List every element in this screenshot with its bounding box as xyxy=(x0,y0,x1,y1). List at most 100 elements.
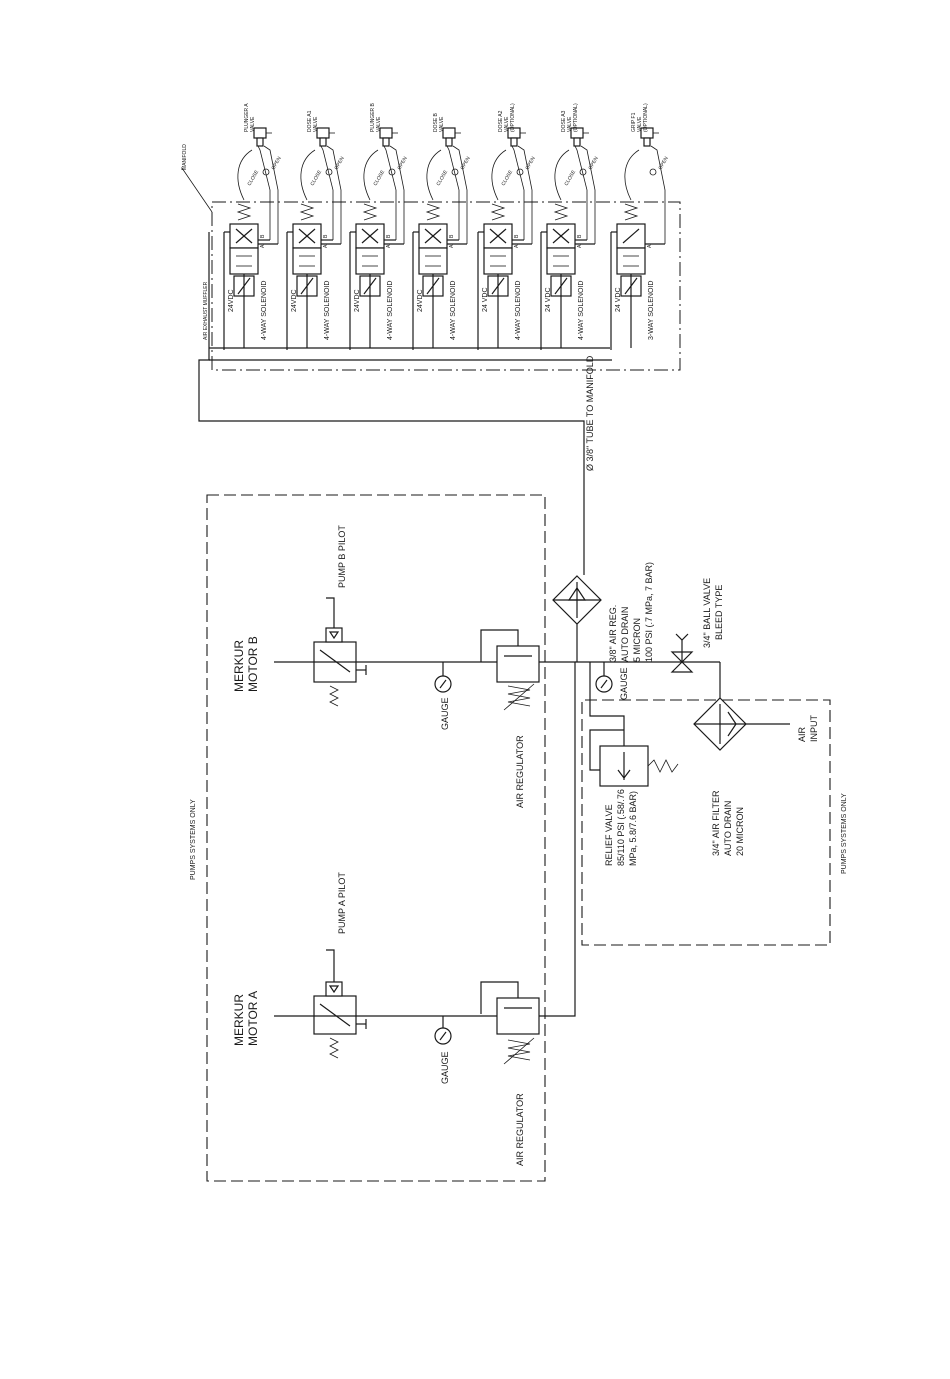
fitting xyxy=(325,168,333,176)
port-open-label: OPEN xyxy=(588,155,600,171)
solenoid-hose xyxy=(363,149,379,201)
svg-text:3/8" AIR REG.: 3/8" AIR REG. xyxy=(608,605,618,662)
valve-name-label: VALVE xyxy=(439,116,445,132)
valve-name-label: VALVE xyxy=(567,116,573,132)
solenoid-valve-top xyxy=(483,223,513,249)
solenoid-type: 4-WAY SOLENOID xyxy=(515,281,522,340)
svg-text:INPUT: INPUT xyxy=(809,714,819,742)
port-close-label: CLOSE xyxy=(373,169,387,187)
solenoid-valve-bottom xyxy=(616,247,646,275)
motor-a-valve: PUMP A PILOT MERKUR MOTOR A xyxy=(232,872,367,1059)
solenoid-valve-bottom xyxy=(229,247,259,275)
fitting xyxy=(262,168,270,176)
fitting xyxy=(649,168,657,176)
svg-text:3/4" BALL VALVE: 3/4" BALL VALVE xyxy=(702,578,712,648)
solenoid-type: 4-WAY SOLENOID xyxy=(387,281,394,340)
svg-text:20 MICRON: 20 MICRON xyxy=(735,807,745,856)
motor-b-label-line1: MERKUR xyxy=(232,640,246,692)
air-exhaust-muffler-label: AIR EXHAUST MUFFLER xyxy=(203,281,209,340)
valve-name-label: VALVE xyxy=(637,116,643,132)
pumps-systems-only-label-left: PUMPS SYSTEMS ONLY xyxy=(190,799,197,880)
solenoid-voltage: 24 VDC xyxy=(615,287,622,312)
air-regulator-b-label: AIR REGULATOR xyxy=(515,735,525,808)
svg-text:3/4" AIR FILTER: 3/4" AIR FILTER xyxy=(711,790,721,856)
gauge-b: GAUGE xyxy=(434,662,452,730)
svg-text:BLEED TYPE: BLEED TYPE xyxy=(714,585,724,640)
svg-text:5 MICRON: 5 MICRON xyxy=(632,618,642,662)
solenoid-hose xyxy=(554,149,570,201)
port-a: A xyxy=(260,244,266,248)
svg-text:100 PSI (.7 MPa, 7 BAR): 100 PSI (.7 MPa, 7 BAR) xyxy=(644,562,654,662)
air-regulator-a: AIR REGULATOR xyxy=(480,981,540,1166)
port-a: A xyxy=(449,244,455,248)
fitting xyxy=(579,168,587,176)
port-b: B xyxy=(260,234,266,238)
valve-name-label: DOSE A3 xyxy=(561,110,567,132)
gauge-main: GAUGE xyxy=(595,662,629,700)
port-a: A xyxy=(514,244,520,248)
solenoid-type: 4-WAY SOLENOID xyxy=(261,281,268,340)
motor-b-spring xyxy=(329,685,339,707)
svg-text:85/110 PSI (.58/.76: 85/110 PSI (.58/.76 xyxy=(616,789,626,866)
gauge-a: GAUGE xyxy=(434,1016,452,1084)
solenoid-spring xyxy=(236,203,252,221)
port-b: B xyxy=(449,234,455,238)
solenoid-hose xyxy=(300,149,316,201)
solenoid-spring xyxy=(623,203,639,221)
valve-name-label: (OPTIONAL) xyxy=(643,103,649,132)
air-regulator-b: AIR REGULATOR xyxy=(480,629,540,808)
pump-b-pilot-label: PUMP B PILOT xyxy=(337,525,347,588)
valve-name-label: VALVE xyxy=(313,116,319,132)
gauge-a-label: GAUGE xyxy=(440,1051,450,1084)
port-a: A xyxy=(323,244,329,248)
motor-a-spring xyxy=(329,1037,339,1059)
port-b: B xyxy=(323,234,329,238)
port-a: A xyxy=(577,244,583,248)
valve-name-label: DOSE B xyxy=(433,112,439,132)
gauge-main-label: GAUGE xyxy=(619,667,629,700)
svg-text:AUTO DRAIN: AUTO DRAIN xyxy=(723,801,733,856)
gauge-b-label: GAUGE xyxy=(440,697,450,730)
air-filter-input: AIR INPUT 3/4" AIR FILTER AUTO DRAIN 20 … xyxy=(693,662,819,856)
port-b: B xyxy=(577,234,583,238)
motor-a-label-line1: MERKUR xyxy=(232,994,246,1046)
solenoid-type: 4-WAY SOLENOID xyxy=(578,281,585,340)
motor-b-label-line2: MOTOR B xyxy=(246,636,260,692)
pump-supply-manifold-line xyxy=(539,661,576,1017)
port-b: B xyxy=(514,234,520,238)
svg-text:MPa, 5.8/7.6 BAR): MPa, 5.8/7.6 BAR) xyxy=(628,791,638,866)
solenoid-voltage: 24 VDC xyxy=(482,287,489,312)
supply-tube-line xyxy=(198,359,585,575)
pump-a-pilot-label: PUMP A PILOT xyxy=(337,872,347,934)
motor-a-label-line2: MOTOR A xyxy=(246,991,260,1046)
manifold-group: MANIFOLD AIR EXHAUST MUFFLER Ø 3/8" TUBE… xyxy=(181,144,681,575)
solenoid-type: 4-WAY SOLENOID xyxy=(324,281,331,340)
fitting xyxy=(516,168,524,176)
port-open-label: OPEN xyxy=(460,155,472,171)
solenoid-spring xyxy=(299,203,315,221)
valve-name-label: GRIP F1 xyxy=(631,112,637,132)
tube-to-manifold-label: Ø 3/8" TUBE TO MANIFOLD xyxy=(585,355,595,471)
port-close-label: CLOSE xyxy=(436,169,450,187)
ball-valve: 3/4" BALL VALVE BLEED TYPE xyxy=(670,578,724,673)
solenoid-hose xyxy=(491,149,507,201)
manifold-label: MANIFOLD xyxy=(182,144,188,170)
solenoid-type: 3-WAY SOLENOID xyxy=(648,281,655,340)
valve-name-label: VALVE xyxy=(504,116,510,132)
port-close-label: CLOSE xyxy=(310,169,324,187)
manifold-outline xyxy=(211,201,681,371)
solenoid-voltage: 24 VDC xyxy=(545,287,552,312)
port-a: A xyxy=(386,244,392,248)
port-b: B xyxy=(386,234,392,238)
port-open-label: OPEN xyxy=(271,155,283,171)
solenoid-valve-bottom xyxy=(355,247,385,275)
port-open-label: OPEN xyxy=(397,155,409,171)
